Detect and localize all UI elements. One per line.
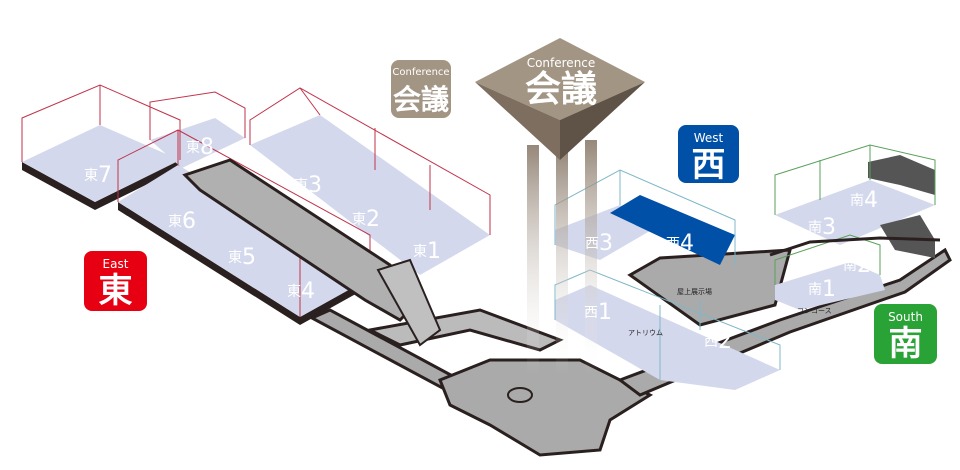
east-main-floor — [118, 165, 370, 317]
west-4-floor — [610, 195, 735, 265]
svg-text:東: 東 — [413, 244, 427, 260]
east-1-3-floor — [250, 115, 490, 275]
svg-text:東: 東 — [84, 168, 98, 184]
east-7-slab — [22, 160, 180, 210]
west-badge[interactable]: West 西 — [678, 125, 739, 185]
svg-text:南: 南 — [843, 258, 857, 274]
south-dark-block — [868, 155, 935, 195]
svg-text:東: 東 — [168, 214, 182, 230]
svg-text:1: 1 — [822, 277, 836, 302]
conference-tower — [475, 38, 645, 375]
svg-text:1: 1 — [427, 239, 441, 264]
svg-text:3: 3 — [308, 173, 322, 198]
south-badge-jp: 南 — [888, 324, 923, 364]
south-frame-lower — [774, 234, 881, 285]
west-badge-jp: 西 — [691, 145, 726, 185]
rooftop-walkway — [627, 248, 792, 327]
svg-text:7: 7 — [98, 163, 112, 188]
conference-badge[interactable]: Conference 会議 — [391, 60, 451, 118]
west-badge-en: West — [693, 131, 724, 145]
west-halls-group — [554, 169, 781, 390]
svg-text:3: 3 — [822, 215, 836, 240]
atrium-label: アトリウム — [628, 329, 663, 337]
tower-pillar-left — [527, 145, 539, 375]
svg-text:5: 5 — [242, 245, 256, 270]
rooftop-label: 屋上展示場 — [677, 287, 712, 296]
tower-right-face — [560, 82, 645, 160]
svg-text:8: 8 — [200, 135, 214, 160]
conference-tower-jp: 会議 — [524, 69, 597, 110]
svg-text:西: 西 — [585, 236, 599, 252]
svg-text:4: 4 — [864, 188, 878, 213]
conference-tower-en: Conference — [526, 56, 596, 70]
east-badge-jp: 東 — [98, 271, 133, 311]
concourse-label: コンコース — [797, 307, 832, 315]
conference-badge-en: Conference — [392, 67, 450, 78]
tower-top-face — [475, 38, 645, 120]
conference-badge-jp: 会議 — [392, 83, 449, 116]
conference-tower-label[interactable]: Conference 会議 — [505, 56, 617, 110]
east-badge[interactable]: East 東 — [84, 251, 147, 311]
svg-text:2: 2 — [366, 207, 380, 232]
area-labels: 屋上展示場 アトリウム コンコース — [628, 287, 832, 337]
svg-text:1: 1 — [598, 300, 612, 325]
east-8-floor — [150, 118, 245, 168]
svg-text:4: 4 — [301, 279, 315, 304]
south-1-2-floor — [775, 262, 885, 310]
south-badge[interactable]: South 南 — [874, 304, 937, 364]
svg-text:3: 3 — [599, 231, 613, 256]
svg-text:東: 東 — [228, 250, 242, 266]
svg-text:東: 東 — [294, 178, 308, 194]
east-7-floor — [22, 125, 180, 202]
svg-text:南: 南 — [808, 220, 822, 236]
south-badge-en: South — [888, 310, 923, 324]
svg-text:東: 東 — [186, 140, 200, 156]
svg-text:南: 南 — [808, 282, 822, 298]
east-ramp — [376, 258, 442, 347]
svg-text:2: 2 — [718, 329, 732, 354]
east-8-frame — [149, 91, 246, 140]
south-3-4-floor — [775, 180, 935, 245]
svg-text:西: 西 — [704, 334, 718, 350]
svg-text:2: 2 — [857, 253, 871, 278]
tower-pillar-mid — [556, 150, 568, 375]
south-halls-group — [769, 144, 941, 310]
svg-text:6: 6 — [182, 209, 196, 234]
south-dark-block-2 — [880, 215, 935, 258]
east-badge-en: East — [102, 257, 129, 271]
plaza-fountain — [507, 387, 533, 403]
svg-text:南: 南 — [850, 193, 864, 209]
svg-text:東: 東 — [352, 212, 366, 228]
svg-text:4: 4 — [680, 231, 694, 256]
svg-text:東: 東 — [287, 284, 301, 300]
west-1-2-floor — [555, 285, 780, 390]
tower-pillar-right — [585, 140, 597, 375]
svg-text:西: 西 — [666, 236, 680, 252]
svg-text:西: 西 — [584, 305, 598, 321]
south-bridge — [769, 236, 941, 257]
central-plaza — [438, 358, 654, 457]
tower-left-face — [475, 82, 560, 160]
